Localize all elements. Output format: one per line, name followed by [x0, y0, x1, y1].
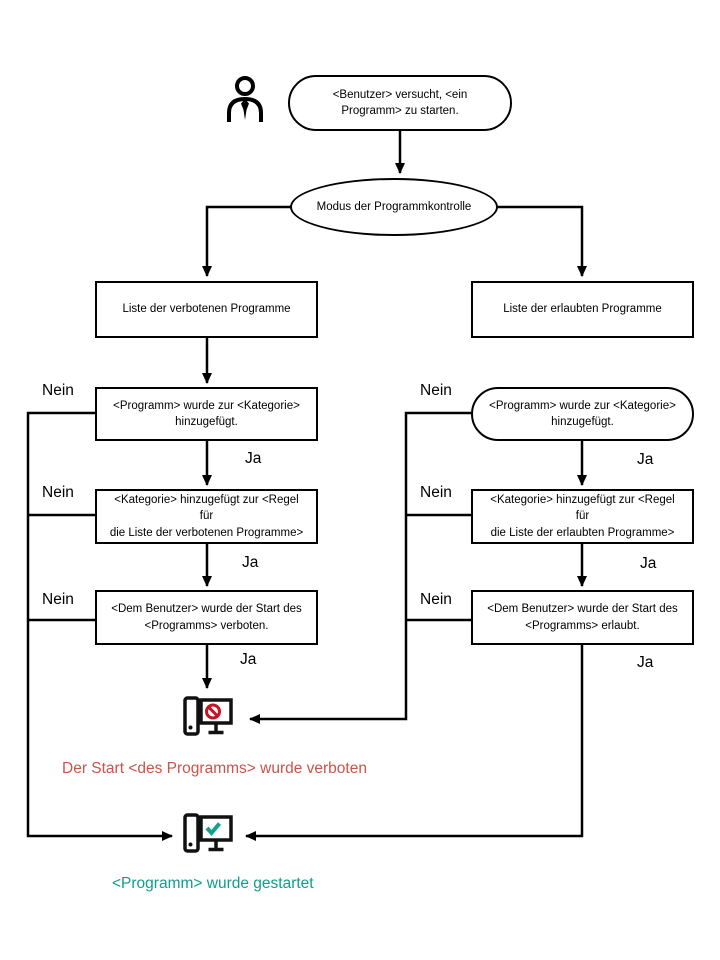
left-step3-line1: <Dem Benutzer> wurde der Start des — [111, 603, 302, 616]
start-node: <Benutzer> versucht, <ein Programm> zu s… — [288, 75, 512, 131]
start-node-line2: Programm> zu starten. — [341, 105, 459, 117]
started-outcome-text: <Programm> wurde gestartet — [112, 875, 314, 892]
person-icon — [226, 76, 264, 124]
right-step3-node: <Dem Benutzer> wurde der Start des <Prog… — [471, 590, 694, 645]
right-step1-node: <Programm> wurde zur <Kategorie> hinzuge… — [471, 387, 694, 441]
blocked-outcome-text: Der Start <des Programms> wurde verboten — [62, 760, 367, 777]
mode-node-label: Modus der Programmkontrolle — [316, 200, 472, 213]
computer-started-icon — [182, 810, 234, 862]
left-step2-line1: <Kategorie> hinzugefügt zur <Regel für — [114, 494, 299, 523]
left-step3-node: <Dem Benutzer> wurde der Start des <Prog… — [95, 590, 318, 645]
left-step1-yes-label: Ja — [245, 450, 262, 467]
right-step1-line2: hinzugefügt. — [551, 416, 614, 428]
right-step2-line1: <Kategorie> hinzugefügt zur <Regel für — [490, 494, 675, 523]
right-step2-yes-label: Ja — [640, 555, 657, 572]
left-step1-line1: <Programm> wurde zur <Kategorie> — [113, 399, 300, 412]
left-step1-node: <Programm> wurde zur <Kategorie> hinzuge… — [95, 387, 318, 441]
right-step1-no-label: Nein — [420, 382, 452, 399]
forbidden-list-label: Liste der verbotenen Programme — [122, 303, 291, 316]
right-step3-line1: <Dem Benutzer> wurde der Start des — [487, 603, 678, 616]
right-step3-no-label: Nein — [420, 591, 452, 608]
computer-blocked-icon — [182, 693, 234, 745]
right-step2-node: <Kategorie> hinzugefügt zur <Regel für d… — [471, 489, 694, 544]
left-step1-no-label: Nein — [42, 382, 74, 399]
right-step1-yes-label: Ja — [637, 451, 654, 468]
left-step2-yes-label: Ja — [242, 554, 259, 571]
left-step2-node: <Kategorie> hinzugefügt zur <Regel für d… — [95, 489, 318, 544]
right-step3-yes-label: Ja — [637, 654, 654, 671]
right-step2-line2: die Liste der erlaubten Programme> — [490, 526, 675, 539]
mode-node: Modus der Programmkontrolle — [290, 178, 498, 236]
start-node-line1: <Benutzer> versucht, <ein — [332, 88, 468, 101]
right-step1-line1: <Programm> wurde zur <Kategorie> — [489, 399, 676, 412]
right-step2-no-label: Nein — [420, 484, 452, 501]
left-step2-no-label: Nein — [42, 484, 74, 501]
left-step3-no-label: Nein — [42, 591, 74, 608]
allowed-list-node: Liste der erlaubten Programme — [471, 281, 694, 338]
forbidden-list-node: Liste der verbotenen Programme — [95, 281, 318, 338]
left-step2-line2: die Liste der verbotenen Programme> — [109, 526, 304, 539]
left-step1-line2: hinzugefügt. — [175, 416, 238, 428]
left-step3-yes-label: Ja — [240, 651, 257, 668]
right-step3-line2: <Programms> erlaubt. — [525, 619, 640, 632]
allowed-list-label: Liste der erlaubten Programme — [503, 303, 662, 316]
left-step3-line2: <Programms> verboten. — [144, 619, 269, 632]
